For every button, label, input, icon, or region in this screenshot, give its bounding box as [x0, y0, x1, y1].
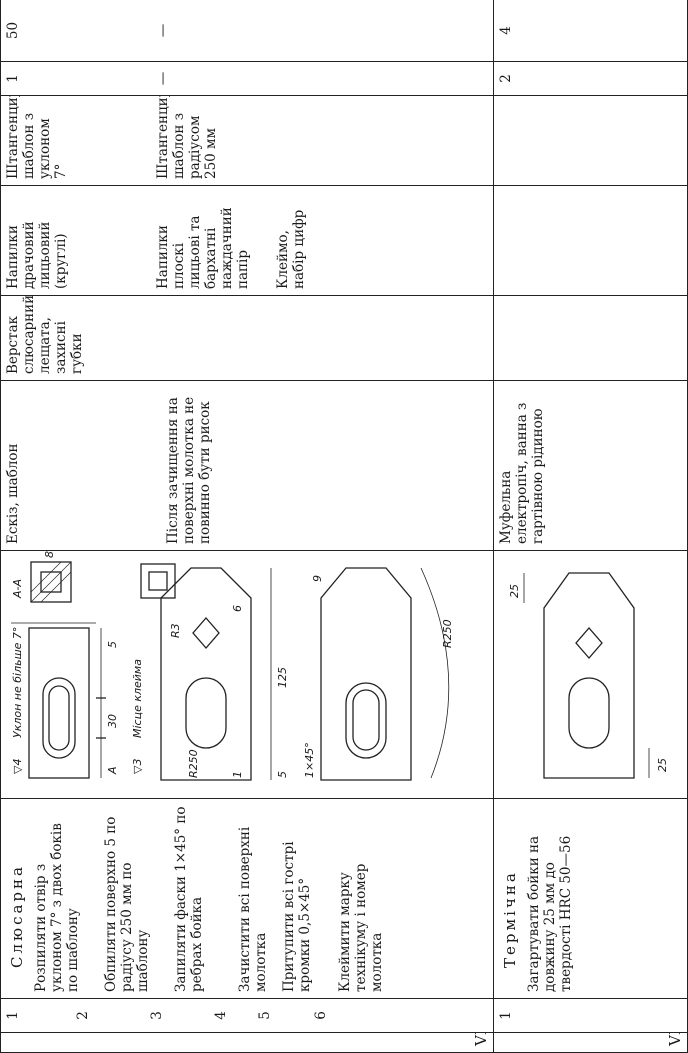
tools-cell: Напилки драчовий лицьовий (круглі) Напил… [0, 185, 494, 296]
measure-cell: Штангенциркуль, шаблон з уклоном 7° Штан… [0, 95, 494, 186]
step-num: 1 [498, 1011, 514, 1020]
step-text: Загартувати бойки на довжину 25 мм до тв… [526, 835, 574, 992]
dim-label: R250 [441, 619, 454, 648]
section-label: А-А [11, 579, 24, 599]
section-row-7: VII 1 Термічна Загартувати бойки на довж… [493, 0, 688, 1053]
roughness-label: ▽3 [131, 759, 144, 774]
step-num: 2 [75, 1011, 91, 1020]
step-num: 6 [313, 1011, 329, 1020]
dim-label: 25 [508, 584, 521, 598]
section-title: Термічна [501, 870, 519, 968]
col-s2-cell: 4 [493, 0, 688, 62]
step-numbers: 1 2 3 4 5 6 [0, 998, 494, 1033]
step-numbers: 1 [493, 998, 688, 1033]
dim-label: А [106, 766, 119, 775]
dim-label: 5 [276, 771, 289, 778]
stage-label: VI [0, 1032, 494, 1053]
tool-text: Напилки драчовий лицьовий (круглі) [5, 221, 69, 289]
dim-label: 5 [106, 641, 119, 648]
step-text: Зачистити всі поверхні молотка [237, 826, 269, 992]
measure-cell [493, 95, 688, 186]
section-title: Слюсарна [8, 864, 26, 968]
step-descriptions: Слюсарна Розпиляти отвір з уклоном 7° з … [0, 798, 494, 999]
notes-cell: Ескіз, шаблон Після зачищення на поверхн… [0, 380, 494, 551]
step-text: Притупити всі гострі кромки 0,5×45° [281, 841, 313, 992]
note-text: Ескіз, шаблон [5, 443, 21, 544]
note-text: Після зачищення на поверхні молотка не п… [165, 396, 213, 544]
notes-cell: Муфельна електропіч, ванна з гартівною р… [493, 380, 688, 551]
sketch-cell: ▽4 Уклон не більше 7° А-А 8 30 А 5 ▽3 Мі… [0, 550, 494, 799]
dim-label: 125 [276, 667, 289, 688]
measure-text: Штангенциркуль, шаблон з радіусом 250 мм [155, 95, 219, 180]
step-num: 3 [149, 1011, 165, 1020]
step-num: 1 [5, 1011, 21, 1020]
col-s2-cell: 50 — [0, 0, 494, 62]
step-num: 5 [257, 1011, 273, 1020]
dim-label: 25 [656, 758, 669, 772]
stamp-label: Місце клейма [131, 659, 144, 738]
measure-text: Штангенциркуль, шаблон з уклоном 7° [5, 95, 69, 180]
col-s1-cell: 2 [493, 61, 688, 96]
step-descriptions: Термічна Загартувати бойки на довжину 25… [493, 798, 688, 999]
dim-label: 30 [106, 714, 119, 728]
tools-cell [493, 185, 688, 296]
sketch-top [11, 561, 106, 779]
tool-text: Клеймо, набір цифр [275, 209, 307, 289]
chamfer-label: 1×45° [303, 742, 316, 778]
sketch-middle [140, 563, 272, 781]
equipment-cell: Верстак слюсарний, лещата, захисні губки [0, 295, 494, 381]
step-text: Розпиляти отвір з уклоном 7° з двох бокі… [33, 823, 81, 992]
dim-label: R250 [187, 749, 200, 778]
step-text: Клеймити марку технікуму і номер молотка [337, 863, 385, 992]
section-row-6: VI 1 2 3 4 5 6 Слюсарна Розпиляти отвір … [0, 0, 494, 1053]
col-s2-value: — [155, 23, 171, 38]
step-text: Обпиляти поверхно 5 по радіусу 250 мм по… [103, 816, 151, 992]
sketch-bottom [320, 567, 450, 781]
dim-label: R3 [169, 623, 182, 638]
dim-label: 8 [43, 551, 56, 558]
stage-label: VII [493, 1032, 688, 1053]
slope-label: Уклон не більше 7° [11, 627, 24, 738]
col-s1-value: 1 [5, 74, 21, 83]
dim-label: 6 [231, 605, 244, 612]
dim-label: 1 [231, 771, 244, 778]
col-s2-value: 50 [5, 21, 21, 40]
col-s1-value: — [155, 71, 171, 86]
equipment-cell [493, 295, 688, 381]
sketch-cell: 25 25 [493, 550, 688, 799]
roughness-label: ▽4 [11, 759, 24, 774]
step-num: 4 [213, 1011, 229, 1020]
hardening-sketch: 25 25 [508, 572, 669, 779]
tool-text: Напилки плоскі лицьові та бархатні нажда… [155, 207, 251, 289]
sketch-hardening [523, 572, 650, 779]
dim-label: 9 [311, 575, 324, 582]
col-s1-cell: 1 — [0, 61, 494, 96]
hammer-sketches: ▽4 Уклон не більше 7° А-А 8 30 А 5 ▽3 Мі… [11, 551, 454, 781]
step-text: Запиляти фаски 1×45° по ребрах бойка [173, 806, 205, 992]
